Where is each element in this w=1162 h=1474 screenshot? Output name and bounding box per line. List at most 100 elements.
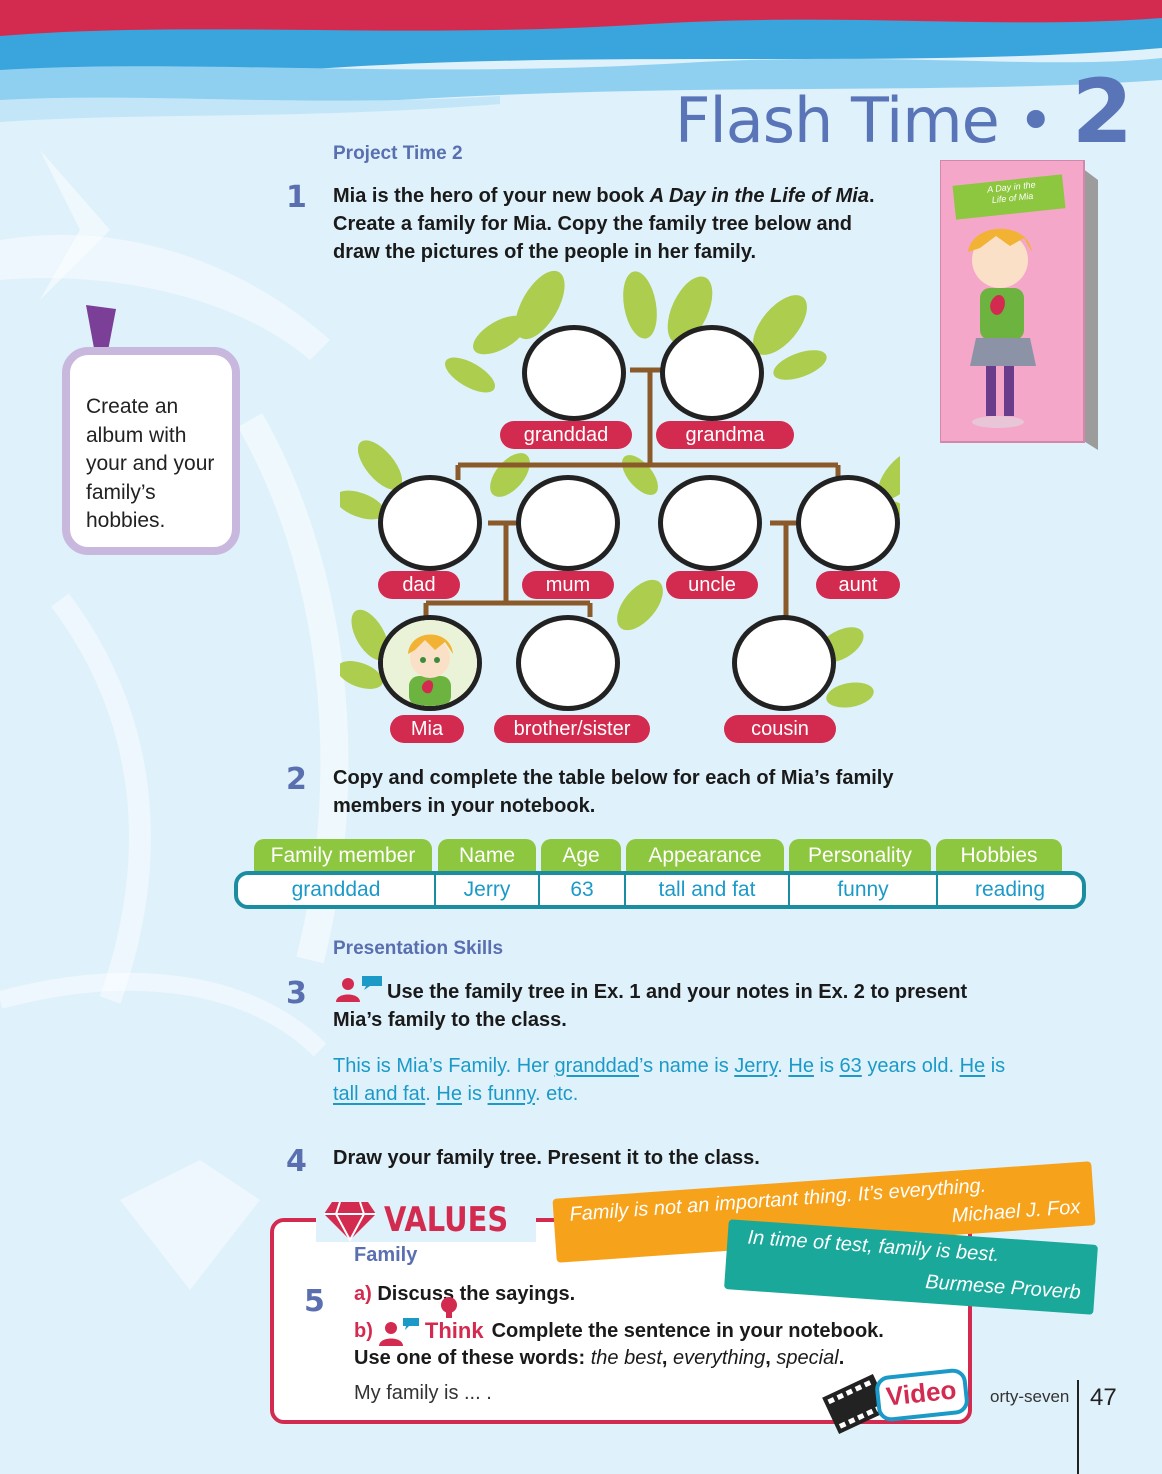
think-text: Think (424, 1318, 484, 1343)
lightbulb-icon (440, 1297, 457, 1318)
sample-t8: is (462, 1083, 488, 1105)
word-special: special (776, 1347, 839, 1369)
mia-portrait (383, 620, 477, 706)
values-heading: VALUES (384, 1200, 509, 1240)
sample-u7: He (436, 1083, 462, 1105)
table-header-personality: Personality (789, 839, 931, 871)
page-number: 47 (1090, 1384, 1117, 1411)
ex5a-label: a) (354, 1283, 372, 1305)
table-header-age: Age (541, 839, 621, 871)
dad-photo-frame (378, 475, 482, 571)
sample-answer: This is Mia’s Family. Her granddad’s nam… (333, 1052, 1083, 1108)
quote-1-author: Michael J. Fox (950, 1196, 1082, 1228)
table-header-name: Name (438, 839, 536, 871)
table-header-appearance: Appearance (626, 839, 784, 871)
cousin-photo-frame (732, 615, 836, 711)
video-button[interactable]: Video (822, 1368, 970, 1434)
project-time-heading: Project Time 2 (333, 143, 463, 164)
table-cell-appearance: tall and fat (626, 875, 790, 905)
ex5b-label: b) (354, 1320, 373, 1342)
ex1-line1-start: Mia is the hero of your new book (333, 185, 650, 207)
ex2-line2: members in your notebook. (333, 795, 596, 817)
sample-t1: This is Mia’s Family. Her (333, 1055, 555, 1077)
tip-line5: hobbies. (86, 509, 166, 532)
mia-photo-frame (378, 615, 482, 711)
tip-line4: family’s (86, 480, 156, 504)
word-everything: everything (673, 1347, 766, 1369)
table-cell-name: Jerry (436, 875, 540, 905)
sample-t4: is (813, 1055, 840, 1077)
values-header: VALUES (316, 1198, 537, 1242)
table-header-family-member: Family member (254, 839, 432, 871)
ex3-line1: Use the family tree in Ex. 1 and your no… (387, 981, 968, 1003)
family-tree: granddad grandma dad mum uncle aunt Mia … (340, 265, 900, 755)
sample-t9: . etc. (535, 1083, 579, 1105)
table-cell-age: 63 (540, 875, 626, 905)
film-strip-icon (822, 1368, 969, 1434)
ex1-line3: draw the pictures of the people in her f… (333, 241, 757, 263)
tip-box: Create an album with your and your famil… (62, 347, 240, 555)
ex3-line2: Mia’s family to the class. (333, 1009, 567, 1031)
pair-work-icon (378, 1318, 419, 1346)
exercise-3-instructions: Use the family tree in Ex. 1 and your no… (333, 978, 1053, 1034)
tip-line1: Create an (86, 395, 179, 418)
sample-t3: . (777, 1055, 789, 1077)
sample-t5: years old. (861, 1055, 960, 1077)
quote-2-author: Burmese Proverb (924, 1271, 1082, 1304)
label-grandma: grandma (656, 421, 794, 449)
sibling-photo-frame (516, 615, 620, 711)
exercise-5b-words: Use one of these words: the best, everyt… (354, 1347, 845, 1369)
ex5b-use-prefix: Use one of these words: (354, 1347, 591, 1369)
sample-u2: Jerry (734, 1055, 778, 1077)
exercise-1-number: 1 (286, 180, 307, 215)
exercise-4-number: 4 (286, 1144, 307, 1179)
book-title: A Day in the Life of Mia (649, 185, 869, 207)
book-cover-image: A Day in the Life of Mia (939, 159, 1098, 450)
exercise-3-number: 3 (286, 976, 307, 1011)
sample-u5: He (959, 1055, 986, 1077)
exercise-5-number: 5 (304, 1284, 325, 1319)
ex5b-text: Complete the sentence in your notebook. (491, 1320, 884, 1342)
tip-line3: your and your (86, 452, 215, 475)
label-brother-sister: brother/sister (494, 715, 650, 743)
think-label: Think (424, 1297, 484, 1345)
exercise-5b: b) Think Complete the sentence in your n… (354, 1297, 884, 1346)
label-granddad: granddad (500, 421, 632, 449)
values-subheading: Family (354, 1244, 418, 1266)
mum-photo-frame (516, 475, 620, 571)
label-aunt: aunt (816, 571, 900, 599)
ex2-line1: Copy and complete the table below for ea… (333, 767, 894, 789)
exercise-2-instructions: Copy and complete the table below for ea… (333, 764, 1033, 820)
ex5a-text: Discuss the sayings. (377, 1283, 576, 1305)
table-cell-hobbies: reading (974, 878, 1046, 901)
diamond-icon (324, 1201, 376, 1242)
label-dad: dad (378, 571, 460, 599)
page-number-word: orty-seven (990, 1387, 1070, 1406)
title-text: Flash Time • (674, 84, 1054, 157)
sample-u1: granddad (554, 1055, 640, 1077)
sentence-stem: My family is ... . (354, 1382, 492, 1404)
label-cousin: cousin (724, 715, 836, 743)
exercise-4-instructions: Draw your family tree. Present it to the… (333, 1147, 760, 1169)
exercise-2-number: 2 (286, 762, 307, 797)
tip-text: Create an album with your and your famil… (86, 393, 214, 536)
table-header-hobbies: Hobbies (936, 839, 1062, 871)
presentation-skills-heading: Presentation Skills (333, 938, 504, 959)
page-title: Flash Time • 2 (674, 60, 1133, 163)
sample-t6: is (985, 1055, 1006, 1077)
exercise-1-instructions: Mia is the hero of your new book A Day i… (333, 182, 933, 266)
label-uncle: uncle (666, 571, 758, 599)
tip-line2: album with (86, 423, 187, 447)
table-row: granddad Jerry 63 tall and fat funny rea… (234, 871, 1086, 909)
word-the-best: the best (590, 1347, 662, 1369)
title-number: 2 (1071, 60, 1133, 163)
aunt-photo-frame (796, 475, 900, 571)
pair-work-icon (336, 976, 382, 1002)
grandma-photo-frame (660, 325, 764, 421)
table-cell-personality: funny (790, 875, 938, 905)
sample-t2: ’s name is (639, 1055, 735, 1077)
table-cell-family-member: granddad (238, 875, 436, 905)
ex1-line2: Create a family for Mia. Copy the family… (333, 213, 853, 235)
sample-u6: tall and fat (333, 1083, 426, 1105)
